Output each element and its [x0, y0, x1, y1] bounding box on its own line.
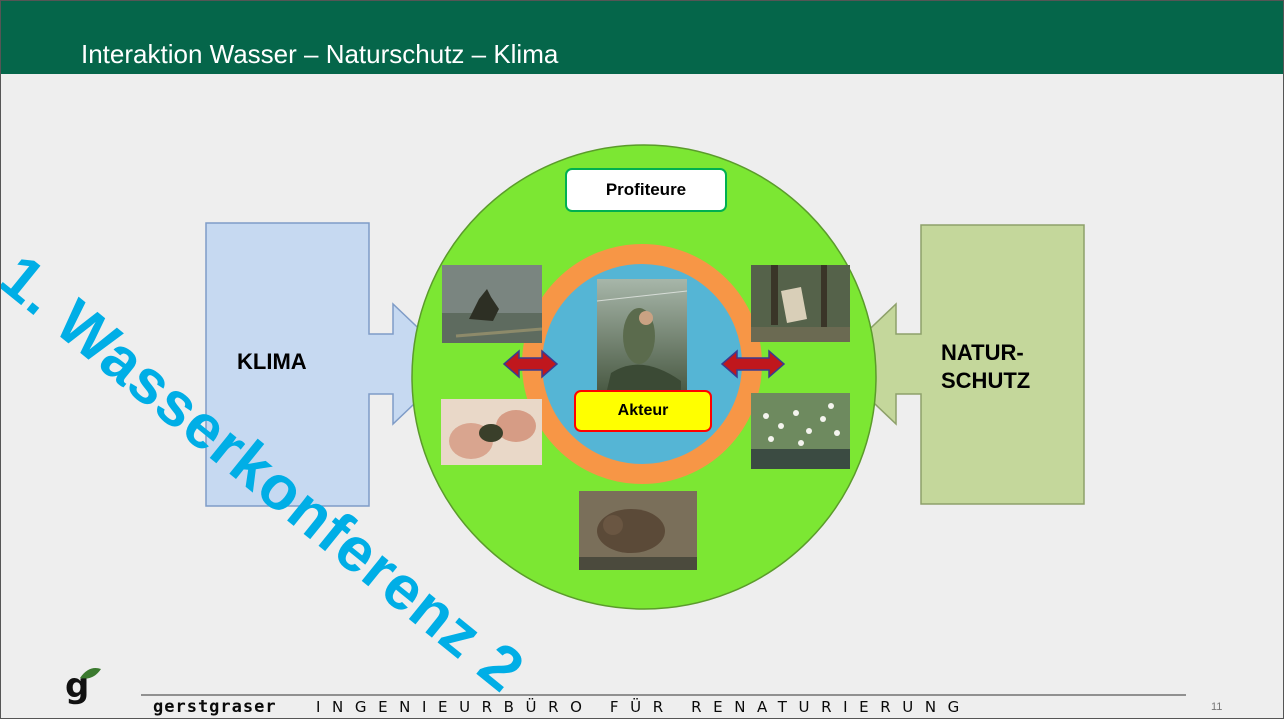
klima-label: KLIMA [237, 349, 307, 374]
slide-title: Interaktion Wasser – Naturschutz – Klima [81, 39, 559, 69]
right-double-arrow [720, 349, 786, 379]
naturschutz-label-line2: SCHUTZ [941, 368, 1031, 393]
fisherman-with-net-photo [596, 279, 688, 390]
footer-tagline: INGENIEURBÜRO FÜR RENATURIERUNG [316, 698, 971, 716]
profiteure-label: Profiteure [605, 180, 687, 199]
waterbird-in-lake-photo [442, 265, 543, 343]
company-logo: g [65, 666, 90, 706]
akteur-label: Akteur [617, 402, 669, 419]
profiteure-box [565, 168, 727, 212]
title-bar: Interaktion Wasser – Naturschutz – Klima [1, 1, 1283, 74]
otter-photo [579, 491, 697, 570]
akteur-box [574, 390, 712, 432]
white-water-flowers-photo [751, 393, 850, 469]
beaver-gnawed-trees-photo [751, 265, 850, 342]
footer-brand: gerstgraser [153, 697, 277, 717]
left-double-arrow [502, 349, 559, 379]
naturschutz-label: NATUR- SCHUTZ [941, 339, 1030, 395]
hands-holding-mussel-photo [441, 399, 542, 465]
page-number: 11 [1211, 701, 1223, 713]
naturschutz-label-line1: NATUR- [941, 340, 1024, 365]
